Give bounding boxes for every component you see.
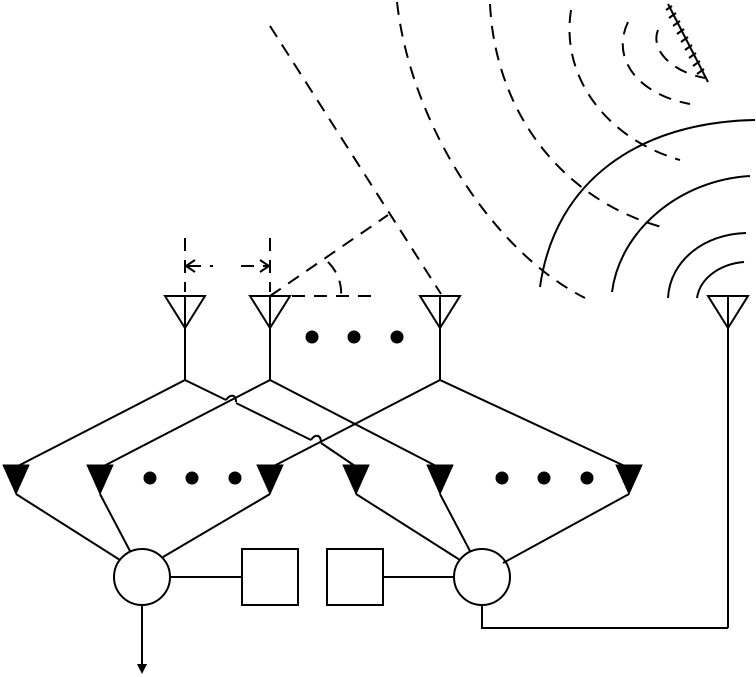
amplifier-icon — [426, 464, 454, 496]
angle-arc — [327, 261, 343, 297]
combiner-feeds — [15, 493, 630, 564]
transmit-antenna-icon — [706, 295, 750, 628]
feed-network — [13, 379, 630, 469]
amplifier-icon — [342, 464, 370, 496]
radiation-arc-1 — [539, 119, 756, 288]
reflector-surface — [665, 3, 709, 83]
antenna-element-2 — [248, 295, 292, 380]
amplifier-icon — [256, 464, 284, 496]
antenna-ellipsis — [305, 330, 404, 344]
arrival-dashed-line — [269, 25, 442, 295]
amplifier-icon — [86, 464, 114, 496]
antenna-element-1 — [163, 295, 207, 380]
radiation-arc-2 — [611, 175, 751, 293]
element-spacing-indicator — [184, 238, 271, 292]
incoming-wavefronts — [396, 1, 706, 299]
amplifier-group-left — [2, 464, 284, 496]
wavefront-arc-4 — [621, 21, 691, 105]
arrival-direction — [269, 25, 442, 297]
amplifier-group-right — [342, 464, 643, 496]
signal-chain — [170, 576, 728, 629]
path-difference-dashed-line — [269, 214, 389, 297]
amplifier-icon — [2, 464, 30, 496]
combiner-right — [453, 548, 511, 606]
wavefront-arc-1 — [396, 1, 586, 299]
radiation-arc-4 — [696, 261, 745, 299]
transmit-antenna-group — [539, 119, 756, 628]
wavefront-arc-5 — [655, 29, 706, 79]
amplifier-icon — [615, 464, 643, 496]
antenna-element-n — [418, 295, 462, 380]
wavefront-arc-3 — [568, 9, 681, 161]
processing-block-1 — [241, 548, 299, 606]
combiner-left — [113, 548, 171, 606]
radiation-arc-3 — [667, 232, 747, 299]
processing-block-2 — [326, 548, 384, 606]
